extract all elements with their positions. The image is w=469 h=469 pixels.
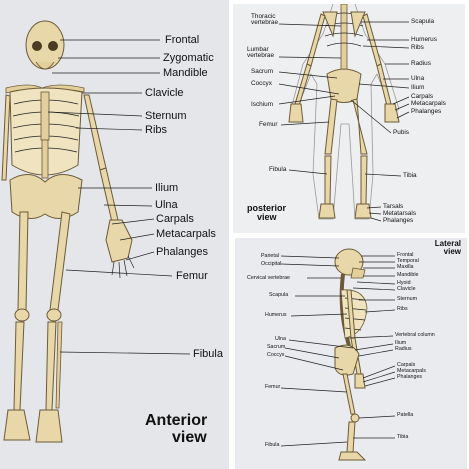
posterior-title-line1: posterior [247, 203, 287, 213]
label-ischium: Ischium [251, 101, 274, 108]
label-lumbar-vertebrae: Lumbar vertebrae [247, 46, 274, 60]
label-phalanges-posterior: Phalanges [411, 108, 442, 115]
label-humerus-lateral: Humerus [265, 312, 287, 318]
label-metatarsals: Metatarsals [383, 210, 417, 217]
lateral-title-line1: Lateral [434, 239, 461, 248]
posterior-view-title: posterior view [247, 203, 287, 223]
label-frontal-lateral: Frontal [397, 252, 414, 258]
label-ilium-lateral: Ilium [395, 340, 407, 346]
label-mandible-lateral: Mandible [397, 272, 419, 278]
anterior-title-line1: Anterior [145, 412, 208, 429]
label-radius-lateral: Radius [395, 346, 412, 352]
label-carpals-lateral: Carpals [397, 362, 416, 368]
label-hyoid: Hyoid [397, 280, 411, 286]
label-tarsals: Tarsals [383, 203, 404, 210]
label-coccyx-lateral: Coccyx [267, 352, 285, 358]
label-sternum-lateral: Sternum [397, 296, 418, 302]
label-fibula-lateral: Fibula [265, 442, 280, 448]
label-occipital: Occipital [261, 261, 282, 267]
label-sacrum-lateral: Sacrum [267, 344, 286, 350]
label-fibula-posterior: Fibula [269, 166, 287, 173]
label-ilium: Ilium [155, 182, 179, 194]
label-femur: Femur [176, 270, 208, 282]
label-fibula: Fibula [193, 348, 223, 360]
label-ulna-lateral: Ulna [275, 336, 286, 342]
label-phalanges-lateral: Phalanges [397, 374, 423, 380]
label-ulna: Ulna [155, 199, 178, 211]
label-frontal: Frontal [165, 34, 200, 46]
lateral-skeleton-illustration [280, 248, 396, 461]
lateral-view-panel: Parietal Occipital Cervical vertebrae Sc… [235, 238, 467, 469]
label-metacarpals-posterior: Metacarpals [411, 100, 446, 107]
label-ribs: Ribs [145, 124, 168, 136]
label-maxilla: Maxilla [397, 264, 414, 270]
label-patella: Patella [397, 412, 414, 418]
label-scapula: Scapula [411, 18, 435, 25]
label-ilium-posterior: Ilium [411, 84, 425, 91]
anterior-title-line2: view [172, 428, 207, 446]
label-coccyx: Coccyx [251, 80, 272, 87]
label-clavicle-lateral: Clavicle [397, 286, 416, 292]
label-phalanges-foot: Phalanges [383, 217, 414, 224]
label-sacrum: Sacrum [251, 68, 274, 75]
posterior-title-line2: view [257, 212, 277, 223]
lateral-view-title: Lateral view [421, 239, 461, 257]
label-clavicle: Clavicle [145, 87, 184, 99]
label-radius: Radius [411, 60, 431, 67]
label-carpals: Carpals [156, 213, 194, 225]
label-cervical-vertebrae: Cervical vertebrae [247, 275, 290, 281]
label-ribs-lateral: Ribs [397, 306, 408, 312]
lateral-title-line2: view [443, 247, 461, 257]
label-humerus: Humerus [411, 36, 437, 43]
label-zygomatic: Zygomatic [163, 52, 214, 64]
anterior-skeleton-illustration [1, 20, 191, 443]
label-femur-posterior: Femur [259, 121, 278, 128]
label-femur-lateral: Femur [265, 384, 281, 390]
label-metacarpals-lateral: Metacarpals [397, 368, 426, 374]
label-sternum: Sternum [145, 110, 187, 122]
anterior-view-title: Anterior view [145, 412, 208, 447]
label-parietal: Parietal [261, 253, 279, 259]
label-phalanges: Phalanges [156, 246, 208, 258]
label-tibia-posterior: Tibia [403, 172, 417, 179]
label-carpals-posterior: Carpals [411, 93, 434, 100]
label-ulna-posterior: Ulna [411, 75, 425, 82]
label-temporal: Temporal [397, 258, 419, 264]
label-pubis: Pubis [393, 129, 409, 136]
posterior-skeleton-illustration [278, 4, 410, 222]
label-metacarpals: Metacarpals [156, 228, 216, 240]
label-tibia-lateral: Tibia [397, 434, 409, 440]
label-ribs-posterior: Ribs [411, 44, 424, 51]
label-scapula-lateral: Scapula [269, 292, 289, 298]
posterior-view-panel: Thoracic vertebrae Lumbar vertebrae Sacr… [233, 4, 465, 233]
label-vertebral-column: Vertebral column [395, 332, 435, 338]
label-thoracic-vertebrae: Thoracic vertebrae [251, 13, 278, 27]
anterior-view-panel: Frontal Zygomatic Mandible Clavicle Ster… [0, 0, 229, 469]
label-mandible: Mandible [163, 67, 208, 79]
